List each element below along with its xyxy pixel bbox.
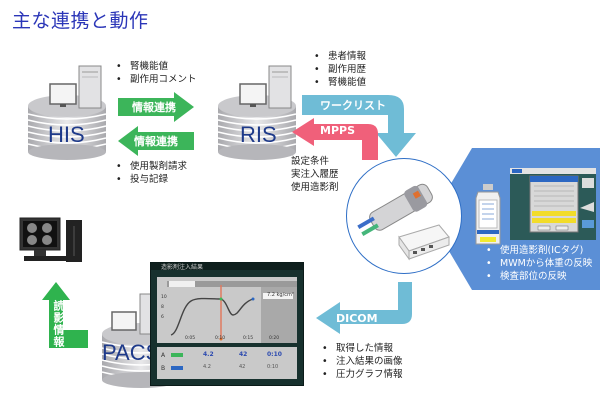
list-item: 投与記録 xyxy=(116,173,187,186)
mpps-arrow: MPPS xyxy=(290,118,390,160)
bent-arrow-left-icon xyxy=(316,282,412,334)
list-item: 腎機能値 xyxy=(314,76,366,89)
arrow-label: 読影情報 xyxy=(52,300,65,348)
arrow-label: 情報連携 xyxy=(134,135,178,148)
pressure-curve xyxy=(170,285,293,341)
y-tick: 10 xyxy=(161,295,167,300)
injector-panel-items: 使用造影剤(ICタグ) MWMから体重の反映 検査部位の反映 xyxy=(486,244,592,283)
reading-info-arrow: 読影情報 xyxy=(36,282,90,352)
arrow-left-icon xyxy=(118,126,194,156)
contrast-bottle-icon xyxy=(475,184,501,245)
y-tick: 6 xyxy=(161,315,164,320)
list-item: 注入結果の画像 xyxy=(322,355,403,368)
arrow-label: 情報連携 xyxy=(132,101,176,114)
injection-result-window: 造影剤注入結果 7.2 kg/cm² 10 8 6 0:05 0:10 0:15… xyxy=(150,262,304,386)
worklist-items: 患者情報 副作用歴 腎機能値 xyxy=(314,50,366,89)
list-item: 検査部位の反映 xyxy=(486,270,592,283)
arrow-right-icon xyxy=(118,92,194,122)
list-item: 圧力グラフ情報 xyxy=(322,368,403,381)
bent-arrow-down-icon xyxy=(302,95,416,157)
window-titlebar: 造影剤注入結果 xyxy=(151,263,303,271)
list-item: 設定条件 xyxy=(291,156,330,167)
ris-to-his-arrow: 情報連携 xyxy=(116,126,196,156)
dicom-items: 取得した情報 注入結果の画像 圧力グラフ情報 xyxy=(322,342,403,381)
injector-device-circle xyxy=(346,158,462,274)
list-item: 腎機能値 xyxy=(116,60,197,73)
his-to-ris-items: 腎機能値 副作用コメント xyxy=(116,60,197,86)
y-tick: 8 xyxy=(161,305,164,310)
worklist-arrow: ワークリスト xyxy=(300,95,420,157)
database-server-icon xyxy=(217,65,297,160)
list-item: 患者情報 xyxy=(314,50,366,63)
x-tick: 0:15 xyxy=(243,336,254,341)
table-row: B 4.2 42 0:10 xyxy=(161,364,279,372)
table-row: A 4.2 42 0:10 xyxy=(161,351,282,359)
arrow-label: ワークリスト xyxy=(320,99,386,112)
x-tick: 0:20 xyxy=(269,336,280,341)
list-item: MWMから体重の反映 xyxy=(486,257,592,270)
control-box-icon xyxy=(398,224,450,261)
database-server-icon xyxy=(27,65,107,160)
x-tick: 0:05 xyxy=(185,336,196,341)
injector-panel: 使用造影剤(ICタグ) MWMから体重の反映 検査部位の反映 xyxy=(430,148,600,290)
pressure-graph: 7.2 kg/cm² 10 8 6 0:05 0:10 0:15 0:20 xyxy=(157,277,297,343)
window-title: 造影剤注入結果 xyxy=(161,264,204,271)
his-label: HIS xyxy=(48,122,85,147)
list-item: 使用造影剤 xyxy=(291,182,339,193)
arrow-label: MPPS xyxy=(320,124,355,137)
list-item: 副作用歴 xyxy=(314,63,366,76)
x-tick: 0:10 xyxy=(215,336,226,341)
his-node: HIS xyxy=(22,62,112,162)
mpps-items: 設定条件 実注入履歴 使用造影剤 xyxy=(291,155,339,194)
list-item: 使用製剤請求 xyxy=(116,160,187,173)
bent-arrow-up-icon xyxy=(42,282,88,348)
list-item: 使用造影剤(ICタグ) xyxy=(486,244,592,257)
peak-pressure: 7.2 kg/cm² xyxy=(267,292,294,298)
injector-console-screenshot xyxy=(510,168,596,240)
list-item: 実注入履歴 xyxy=(291,169,339,180)
list-item: 取得した情報 xyxy=(322,342,403,355)
list-item: 副作用コメント xyxy=(116,73,197,86)
ris-node: RIS xyxy=(212,62,302,162)
dicom-arrow: DICOM xyxy=(314,282,414,334)
page-title: 主な連携と動作 xyxy=(12,10,149,32)
workstation-icon xyxy=(19,217,82,262)
result-table: A 4.2 42 0:10 B 4.2 42 0:10 xyxy=(157,347,297,379)
injector-device-icon xyxy=(357,183,450,261)
graph-tab xyxy=(169,281,195,287)
ris-to-his-items: 使用製剤請求 投与記録 xyxy=(116,160,187,186)
bent-arrow-left-icon xyxy=(292,118,378,160)
ris-label: RIS xyxy=(240,122,277,147)
his-to-ris-arrow: 情報連携 xyxy=(116,92,196,122)
arrow-label: DICOM xyxy=(336,312,378,325)
